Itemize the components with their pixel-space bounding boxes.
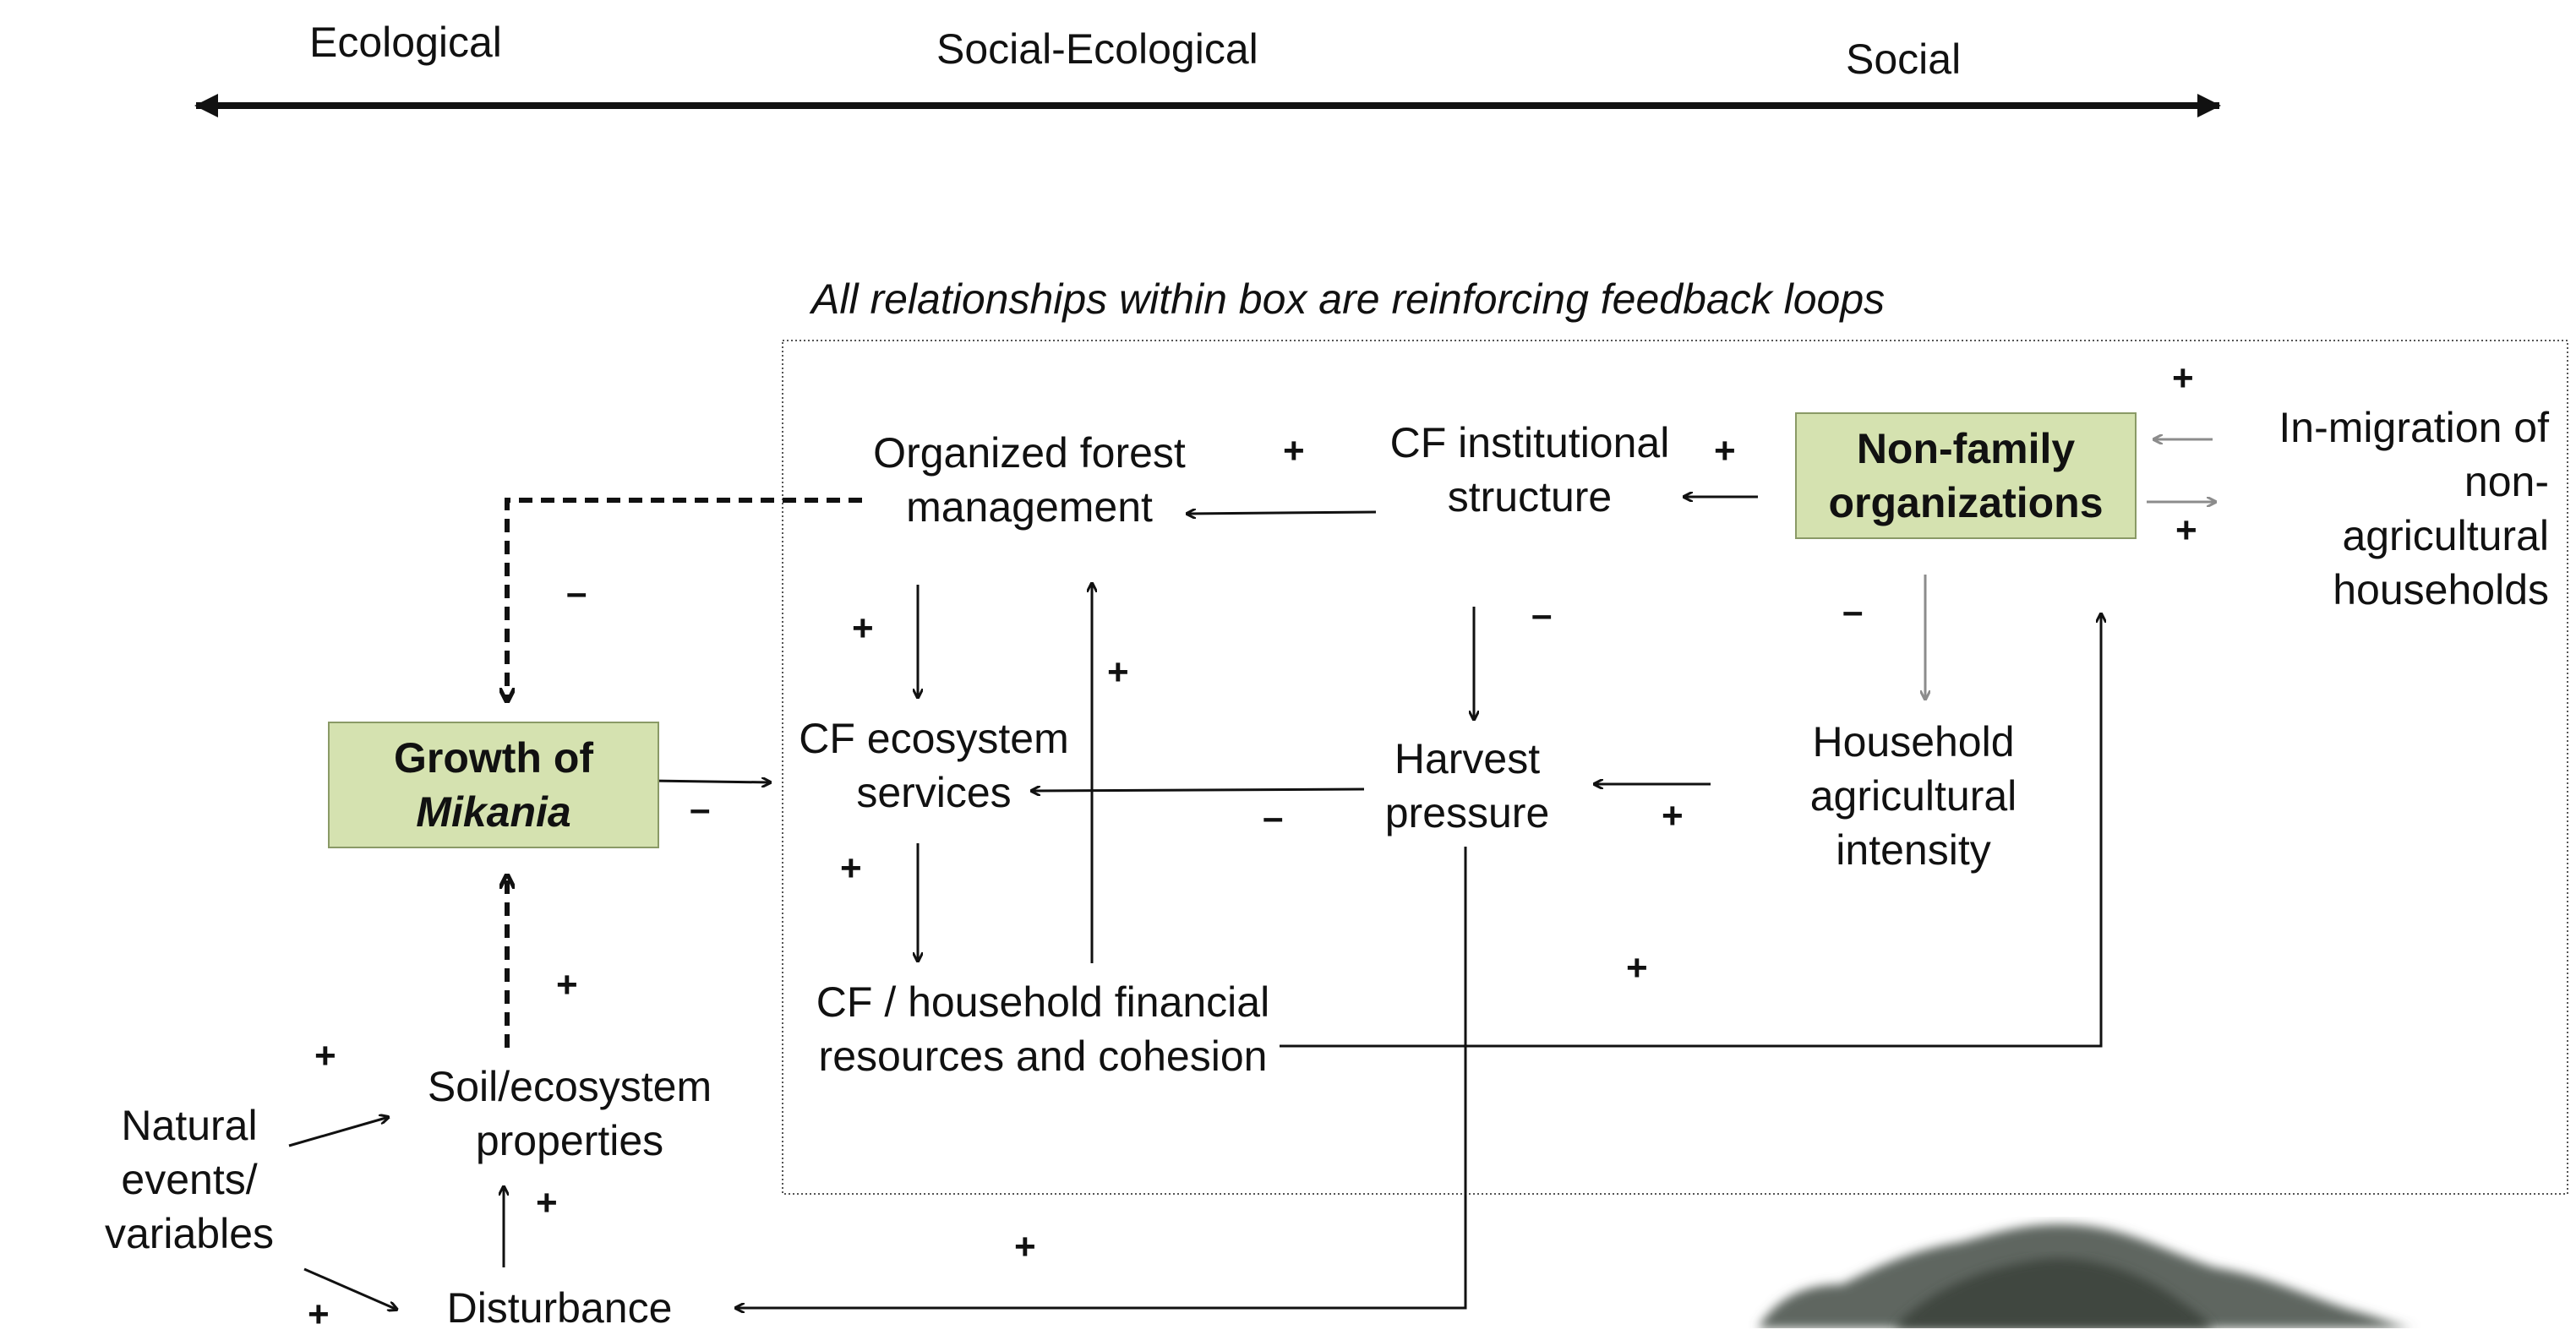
node-line: In-migration of (2279, 404, 2549, 451)
node-line: CF / household financial (816, 978, 1270, 1026)
sign-plus: + (308, 1294, 330, 1335)
node-in-migration: In-migration of non- agricultural househ… (2231, 400, 2549, 617)
node-line: organizations (1828, 479, 2104, 526)
sign-plus: + (852, 608, 874, 649)
sign-plus: + (314, 1035, 336, 1076)
node-line: non- (2464, 458, 2549, 505)
node-line: Soil/ecosystem (427, 1063, 712, 1110)
sign-plus: + (556, 964, 578, 1005)
node-non-family-organizations: Non-family organizations (1795, 412, 2137, 539)
axis-label-social: Social (1846, 35, 1962, 83)
node-line: structure (1447, 473, 1613, 520)
axis-label-ecological: Ecological (309, 19, 502, 66)
node-cf-ecosystem-services: CF ecosystem services (786, 711, 1082, 820)
node-line: Harvest (1394, 735, 1541, 782)
arrow-harvest-to-services (1031, 789, 1365, 791)
node-line: agricultural (1809, 772, 2017, 820)
arrow-harvest-to-disturbance (735, 847, 1467, 1308)
arrow-institutional-to-management (1187, 512, 1377, 514)
node-line: Growth of (393, 734, 594, 782)
node-organized-forest-management: Organized forest management (849, 426, 1210, 534)
node-line: Non-family (1856, 425, 2076, 472)
node-household-agricultural-intensity: Household agricultural intensity (1787, 715, 2040, 877)
node-line: events/ (121, 1156, 258, 1203)
node-growth-of-mikania: Growth of Mikania (328, 722, 659, 848)
sign-plus: + (536, 1182, 558, 1223)
sign-plus: + (1714, 430, 1736, 471)
node-line: Disturbance (446, 1284, 673, 1332)
node-line: variables (104, 1210, 275, 1257)
arrow-financial-to-nonfamily (1280, 613, 2101, 1048)
mikania-photo-fragment (1758, 1224, 2417, 1328)
node-line: properties (475, 1117, 664, 1164)
node-natural-events: Natural events/ variables (91, 1098, 287, 1261)
node-line: Household (1812, 718, 2015, 766)
sign-minus: – (566, 572, 587, 613)
sign-plus: + (1283, 430, 1305, 471)
sign-minus: – (690, 788, 711, 830)
sign-plus: + (1662, 795, 1684, 836)
feedback-loop-box (782, 340, 2568, 1195)
node-line: Mikania (416, 788, 571, 836)
node-line: pressure (1384, 789, 1550, 836)
arrow-natural-to-disturbance (303, 1267, 397, 1310)
node-disturbance: Disturbance (433, 1281, 686, 1335)
node-cf-household-financial: CF / household financial resources and c… (798, 975, 1288, 1083)
sign-plus: + (1014, 1226, 1036, 1267)
arrow-mikania-to-services (650, 781, 771, 782)
sign-minus: – (1842, 591, 1864, 632)
node-line: management (906, 483, 1153, 531)
node-line: CF institutional (1389, 419, 1670, 466)
node-line: households (2333, 566, 2549, 613)
node-line: Organized forest (873, 429, 1186, 477)
sign-plus: + (840, 847, 862, 889)
arrow-natural-to-soil (288, 1117, 389, 1147)
node-soil-ecosystem-properties: Soil/ecosystem properties (409, 1060, 730, 1168)
node-line: intensity (1836, 826, 1991, 874)
sign-plus: + (2172, 357, 2194, 399)
sign-plus: + (1626, 947, 1648, 989)
node-line: services (856, 769, 1012, 816)
sign-minus: – (1263, 797, 1284, 838)
sign-plus: + (1107, 651, 1129, 693)
node-line: CF ecosystem (799, 715, 1069, 762)
node-line: Natural (121, 1102, 258, 1149)
axis-label-social-ecological: Social-Ecological (936, 25, 1258, 73)
sign-minus: – (1531, 594, 1553, 635)
node-line: resources and cohesion (818, 1033, 1268, 1080)
dashed-arrow-management-to-mikania (507, 498, 862, 701)
box-caption: All relationships within box are reinfor… (811, 275, 1886, 323)
sign-plus: + (2175, 509, 2197, 551)
node-harvest-pressure: Harvest pressure (1366, 732, 1569, 840)
node-line: agricultural (2342, 512, 2549, 559)
node-cf-institutional-structure: CF institutional structure (1376, 416, 1684, 524)
